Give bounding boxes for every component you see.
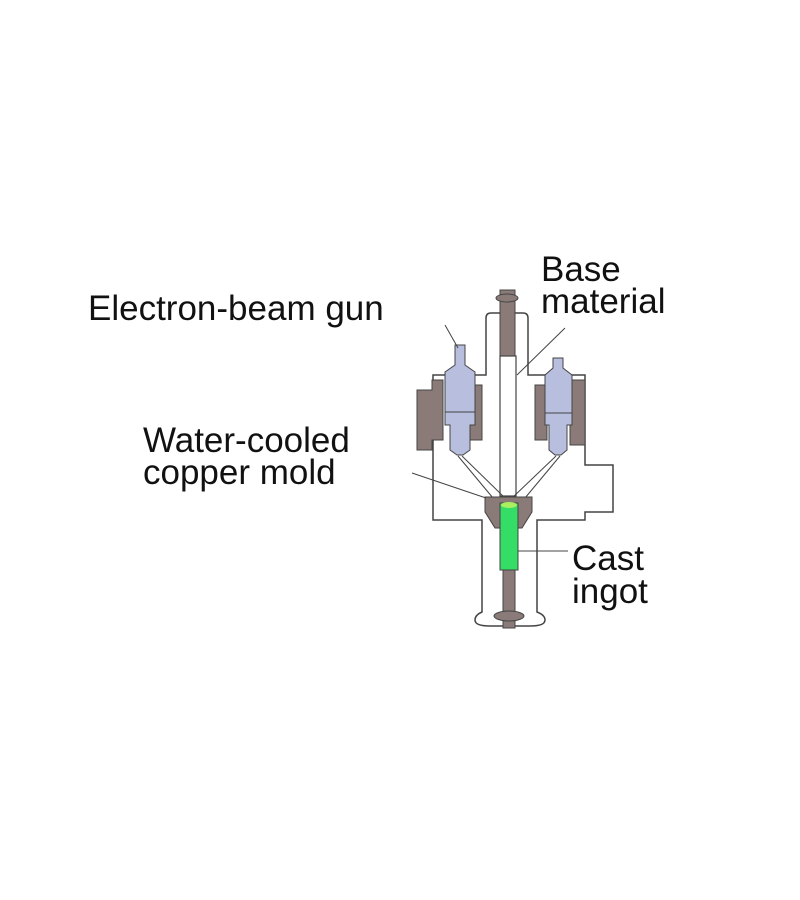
gun-leader	[444, 324, 459, 349]
label-base-material-line1: Base	[541, 250, 621, 289]
right-electron-beam-gun	[511, 357, 586, 499]
label-base-material-line2: material	[541, 282, 665, 321]
base-leader	[516, 327, 566, 376]
cast-ingot	[499, 502, 519, 571]
label-mold-line2: copper mold	[143, 453, 336, 492]
label-electron-beam-gun: Electron-beam gun	[88, 289, 384, 328]
bottom-flange	[493, 610, 525, 622]
mold-leader	[411, 472, 487, 499]
label-mold-line1: Water-cooled	[143, 421, 350, 460]
label-ingot-line1: Cast	[572, 539, 644, 578]
label-ingot-line2: ingot	[572, 572, 648, 611]
base-material	[499, 355, 517, 497]
top-flange	[495, 293, 519, 303]
left-electron-beam-gun	[416, 344, 506, 499]
